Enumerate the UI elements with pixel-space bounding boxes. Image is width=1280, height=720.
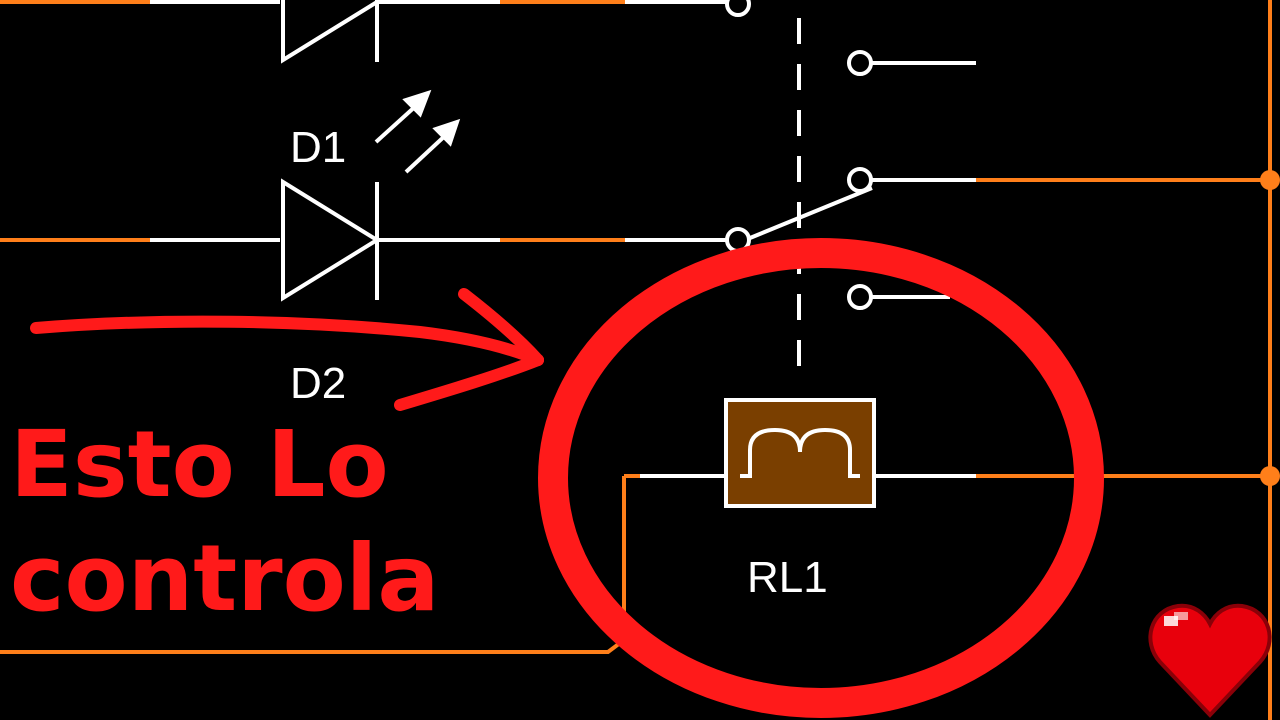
relay-label: RL1 [747, 553, 828, 602]
diode-top-body [281, 0, 379, 64]
pixel-heart-icon [1148, 603, 1272, 718]
arrow-head-lower [394, 354, 544, 411]
arrow-head-upper [458, 288, 544, 366]
diode-d2 [281, 178, 381, 302]
contact-nc-terminal [847, 50, 873, 76]
relay-coil-winding-icon [740, 427, 860, 478]
junctions [1260, 170, 1280, 486]
contact-lower-terminal [847, 284, 873, 310]
arrow-shaft [30, 315, 544, 366]
hand-drawn-circle-highlight [538, 238, 1104, 718]
junction-dot [1260, 466, 1280, 486]
hand-drawn-arrow-icon [30, 288, 544, 411]
leads [150, 0, 976, 478]
diode-label: D2 [290, 359, 346, 408]
contact-switch-lever [749, 186, 873, 240]
emission-arrow-line [374, 102, 420, 144]
annotation-line-1: Esto Lo [10, 411, 389, 518]
emission-arrowhead [432, 118, 461, 147]
heart-shine [1164, 616, 1178, 626]
heart-shape [1148, 603, 1272, 718]
relay-coil [724, 398, 876, 508]
led-emission-arrows-icon [374, 89, 461, 174]
junction-dot [1260, 170, 1280, 190]
wire-coil-left [0, 476, 626, 654]
contact-top-terminal [725, 0, 751, 17]
emission-arrowhead [402, 89, 432, 118]
annotation-line-2: controla [10, 525, 439, 632]
led-label: D1 [290, 123, 346, 172]
diode-top [281, 0, 379, 64]
heart-shine [1174, 612, 1188, 620]
emission-arrow-line [404, 131, 450, 174]
diode-d2-triangle [281, 178, 381, 302]
